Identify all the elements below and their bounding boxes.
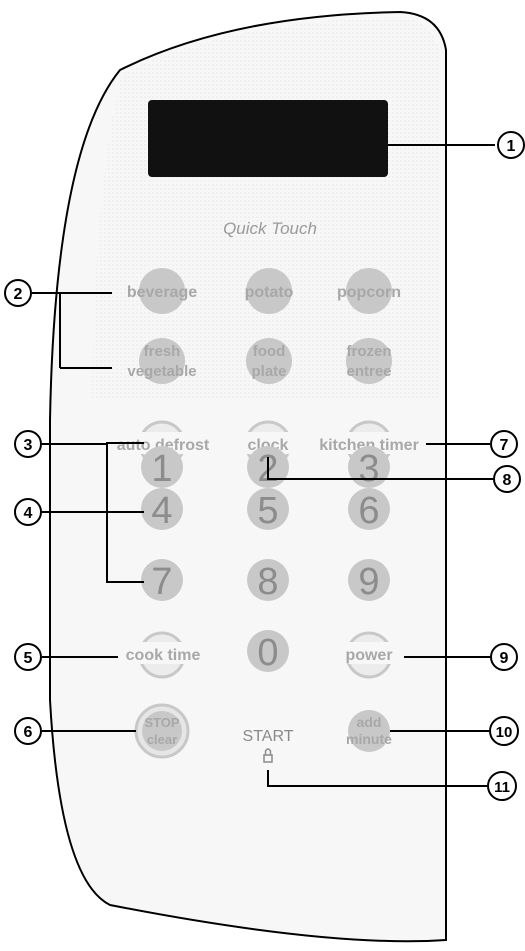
callout-11: 11 [487, 771, 517, 801]
svg-text:power: power [345, 647, 392, 664]
cook-time-button[interactable]: cook time [118, 631, 208, 679]
svg-text:entree: entree [346, 363, 391, 380]
food-plate-button[interactable]: food plate [246, 338, 292, 384]
svg-text:6: 6 [24, 724, 33, 741]
svg-text:9: 9 [358, 561, 379, 603]
display-window [148, 100, 388, 177]
svg-text:potato: potato [245, 284, 294, 301]
digit-5-button[interactable]: 5 [247, 488, 289, 532]
callout-1: 1 [497, 131, 525, 159]
svg-text:frozen: frozen [347, 343, 392, 360]
start-button[interactable]: START [243, 728, 294, 763]
svg-text:8: 8 [257, 561, 278, 603]
power-button[interactable]: power [334, 631, 404, 679]
beverage-button[interactable]: beverage [127, 268, 197, 314]
svg-text:7: 7 [151, 561, 172, 603]
svg-text:6: 6 [358, 490, 379, 532]
callout-2: 2 [4, 279, 32, 307]
popcorn-button[interactable]: popcorn [337, 268, 401, 314]
digit-9-button[interactable]: 9 [348, 559, 390, 603]
svg-text:auto defrost: auto defrost [117, 437, 210, 454]
svg-text:3: 3 [24, 437, 33, 454]
digit-1-button[interactable]: 1 [141, 446, 183, 490]
svg-text:3: 3 [358, 448, 379, 490]
fresh-vegetable-button[interactable]: fresh vegetable [127, 338, 197, 384]
add-minute-button[interactable]: add minute [346, 710, 392, 752]
brand-label: Quick Touch [223, 219, 317, 238]
callout-6: 6 [14, 717, 42, 745]
svg-text:food: food [253, 343, 285, 360]
stop-clear-button[interactable]: STOP clear [134, 703, 190, 759]
svg-text:cook time: cook time [126, 647, 201, 664]
svg-text:START: START [243, 728, 294, 745]
svg-text:5: 5 [24, 650, 33, 667]
callout-8: 8 [493, 465, 521, 493]
svg-text:1: 1 [151, 448, 172, 490]
svg-text:9: 9 [500, 650, 509, 667]
svg-text:0: 0 [257, 632, 278, 674]
callout-9: 9 [490, 643, 518, 671]
svg-text:4: 4 [151, 490, 172, 532]
svg-text:beverage: beverage [127, 284, 197, 301]
svg-text:plate: plate [251, 363, 286, 380]
svg-text:STOP: STOP [144, 715, 179, 730]
digit-6-button[interactable]: 6 [348, 488, 390, 532]
svg-text:4: 4 [24, 505, 33, 522]
digit-8-button[interactable]: 8 [247, 559, 289, 603]
svg-text:11: 11 [494, 779, 510, 796]
svg-text:add: add [357, 714, 382, 730]
callout-3: 3 [14, 430, 42, 458]
callout-7: 7 [490, 430, 518, 458]
lock-icon [263, 748, 273, 763]
svg-text:kitchen timer: kitchen timer [319, 437, 419, 454]
callout-10: 10 [489, 716, 519, 746]
callout-5: 5 [14, 643, 42, 671]
potato-button[interactable]: potato [245, 268, 294, 314]
svg-text:vegetable: vegetable [127, 363, 196, 380]
digit-0-button[interactable]: 0 [247, 630, 289, 674]
svg-text:minute: minute [346, 731, 392, 747]
leader-lines [32, 144, 495, 787]
digit-7-button[interactable]: 7 [141, 559, 183, 603]
svg-text:fresh: fresh [144, 343, 181, 360]
svg-text:popcorn: popcorn [337, 284, 401, 301]
svg-text:7: 7 [500, 437, 509, 454]
svg-text:5: 5 [257, 490, 278, 532]
svg-text:1: 1 [507, 138, 516, 155]
digit-4-button[interactable]: 4 [141, 488, 183, 532]
svg-text:clear: clear [147, 732, 177, 747]
callout-4: 4 [14, 498, 42, 526]
svg-text:10: 10 [496, 724, 513, 741]
svg-text:2: 2 [14, 286, 23, 303]
frozen-entree-button[interactable]: frozen entree [346, 338, 392, 384]
svg-text:8: 8 [503, 472, 512, 489]
